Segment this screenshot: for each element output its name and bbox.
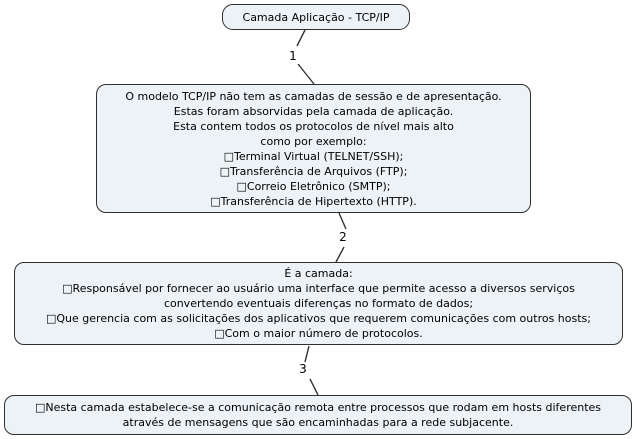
application-layer-description-node: O modelo TCP/IP não tem as camadas de se… — [96, 84, 531, 213]
text-line: □Transferência de Arquivos (FTP); — [219, 164, 408, 178]
connector-2-label: 2 — [339, 230, 347, 244]
text-line: □Correio Eletrônico (SMTP); — [236, 179, 391, 193]
text-line: □Que gerencia com as solicitações dos ap… — [46, 312, 591, 325]
connector-1-lower-segment — [297, 63, 315, 85]
text-line: □Responsável por fornecer ao usuário uma… — [62, 282, 575, 295]
title-node-camada-aplicacao: Camada Aplicação - TCP/IP — [222, 4, 410, 30]
connector-1-label: 1 — [289, 49, 297, 63]
text-line: □Com o maior número de protocolos. — [214, 327, 423, 340]
connector-3-upper-segment — [304, 345, 310, 363]
text-line: através de mensagens que são encaminhada… — [122, 416, 514, 429]
text-line: Esta contem todos os protocolos de nível… — [173, 119, 454, 133]
title-node-label: Camada Aplicação - TCP/IP — [242, 10, 390, 24]
text-line: Estas foram absorvidas pela camada de ap… — [173, 104, 454, 118]
text-line: O modelo TCP/IP não tem as camadas de se… — [125, 89, 502, 103]
text-line: □Transferência de Hipertexto (HTTP). — [210, 194, 417, 208]
text-line: □Nesta camada estabelece-se a comunicaçã… — [34, 401, 602, 414]
text-line: □Terminal Virtual (TELNET/SSH); — [223, 149, 404, 163]
remote-communication-node: □Nesta camada estabelece-se a comunicaçã… — [4, 395, 632, 435]
connector-3-label: 3 — [299, 362, 307, 376]
text-line: como por exemplo: — [260, 134, 367, 148]
connector-2-upper-segment — [338, 212, 347, 230]
layer-responsibilities-node: É a camada: □Responsável por fornecer ao… — [14, 262, 623, 345]
text-line: convertendo eventuais diferenças no form… — [163, 297, 474, 310]
text-line: É a camada: — [284, 267, 353, 280]
connector-3-lower-segment — [309, 378, 319, 396]
connector-2-lower-segment — [335, 246, 345, 263]
connector-1-upper-segment — [296, 29, 306, 47]
